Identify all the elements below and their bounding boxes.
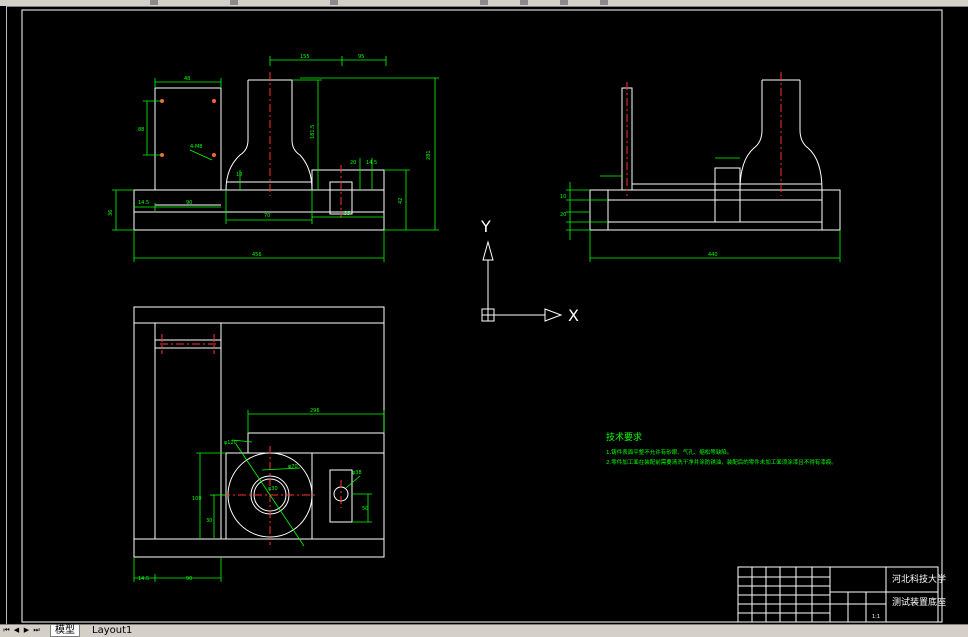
dim-text: 296 — [310, 408, 320, 414]
toolbar-button[interactable] — [230, 0, 238, 5]
dim-text: 50 — [362, 506, 368, 512]
dim-text: 95 — [358, 54, 364, 60]
next-tab-button[interactable]: ▶ — [23, 626, 30, 634]
toolbar-strip — [0, 0, 968, 7]
dim-text: 100 — [192, 496, 202, 502]
ucs-x-label: X — [568, 306, 579, 325]
dim-text: 42 — [398, 198, 404, 204]
ucs-icon — [481, 240, 563, 322]
toolbar-button[interactable] — [520, 0, 528, 5]
first-tab-button[interactable]: ⏮ — [3, 626, 10, 634]
toolbar-button[interactable] — [480, 0, 488, 5]
drawing-canvas[interactable]: 48 155 95 88 4-M8 181.5 281 20 10 14.5 1… — [0, 0, 968, 624]
prev-tab-button[interactable]: ◀ — [13, 626, 20, 634]
layout-tab-bar: ⏮ ◀ ▶ ⏭ 模型 Layout1 — [0, 624, 968, 637]
drawing-border — [21, 9, 943, 623]
tech-req-title: 技术要求 — [606, 431, 642, 443]
tab-layout1[interactable]: Layout1 — [88, 625, 137, 636]
dim-text: 90 — [186, 200, 192, 206]
dim-text: 155 — [300, 54, 310, 60]
toolbar-button[interactable] — [560, 0, 568, 5]
dim-text: φ70 — [288, 464, 298, 470]
dim-text: 10 — [560, 194, 566, 200]
dim-text: 456 — [252, 252, 262, 258]
dim-text: φ38 — [352, 470, 362, 476]
dimension-lines — [112, 56, 841, 582]
dim-text: 70 — [264, 213, 270, 219]
dim-text: 55 — [344, 211, 350, 217]
toolbar-button[interactable] — [150, 0, 158, 5]
tech-req-line1: 1.铸件表面平整不允许有砂眼、气孔、缩松等缺陷。 — [606, 448, 732, 456]
dim-text: 14.5 — [138, 576, 149, 582]
dim-text: 88 — [138, 127, 144, 133]
dim-text: 48 — [184, 76, 190, 82]
dim-text: 30 — [206, 518, 212, 524]
title-school: 河北科技大学 — [892, 573, 946, 585]
last-tab-button[interactable]: ⏭ — [33, 626, 40, 634]
dim-text: 90 — [186, 576, 192, 582]
dim-text: 181.5 — [310, 125, 316, 139]
dim-text: φ120 — [224, 440, 237, 446]
title-block — [737, 566, 939, 623]
front-view — [133, 79, 385, 231]
toolbar-button[interactable] — [600, 0, 608, 5]
tab-model[interactable]: 模型 — [50, 625, 80, 637]
dim-text: 20 — [350, 160, 356, 166]
dim-text: 4-M8 — [190, 144, 202, 150]
dim-text: 440 — [708, 252, 718, 258]
ucs-y-label: Y — [480, 217, 491, 236]
dim-text: 14.5 — [138, 200, 149, 206]
title-scale: 1:1 — [872, 614, 880, 620]
dim-text: 281 — [426, 150, 432, 160]
dim-text: 14.5 — [366, 160, 377, 166]
side-view — [589, 79, 841, 231]
title-part-name: 测试装置底座 — [892, 596, 946, 608]
dim-text: φ30 — [268, 486, 278, 492]
dim-text: 10 — [236, 172, 242, 178]
dim-text: 36 — [108, 210, 114, 216]
dim-text: 20 — [560, 212, 566, 218]
toolbar-button[interactable] — [330, 0, 338, 5]
left-gutter — [0, 6, 7, 624]
tech-req-line2: 2.零件加工面在装配前需要清洗干净并涂防锈油，装配后的零件未加工面须涂漆且不得有… — [606, 458, 837, 466]
